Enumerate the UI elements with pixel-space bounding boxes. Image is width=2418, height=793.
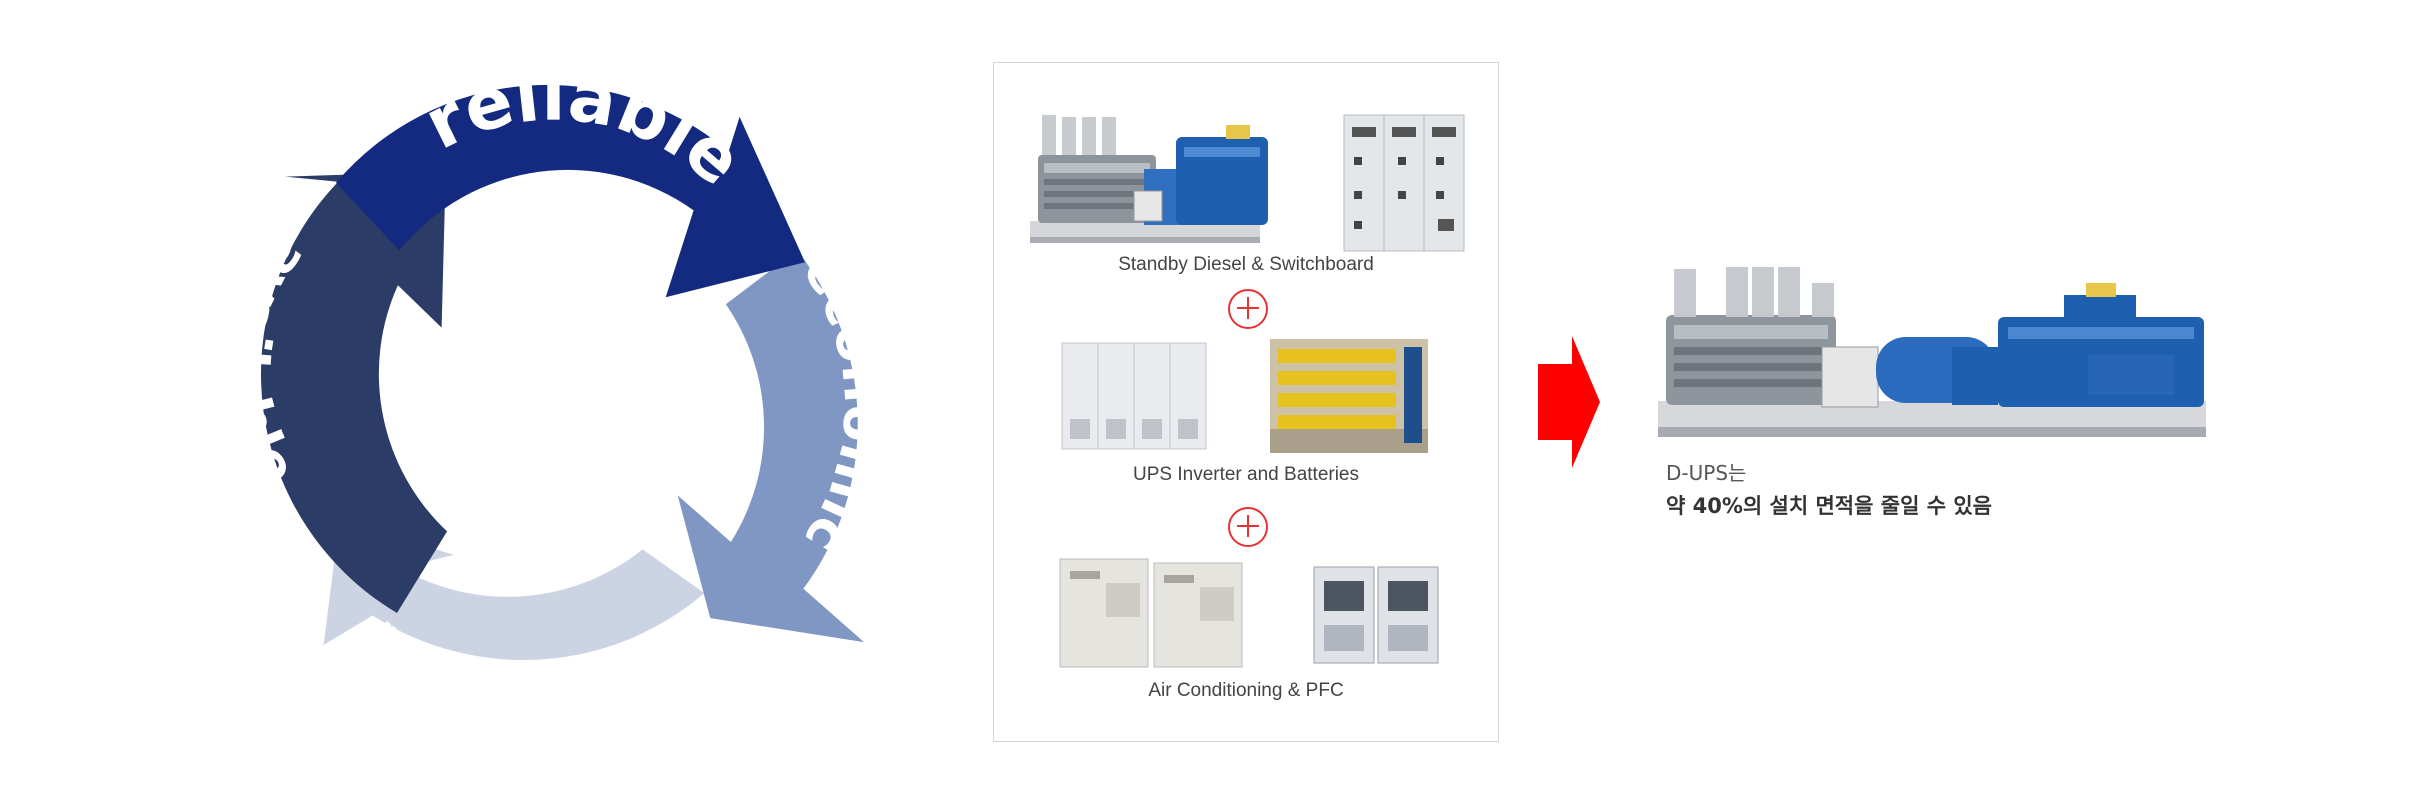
cycle-segment-reliable [336, 84, 805, 298]
batteries-image [1270, 339, 1428, 453]
caption-air-conditioning-pfc: Air Conditioning & PFC [1148, 680, 1344, 701]
air-conditioning-image [1059, 558, 1243, 668]
red-arrow-icon [1538, 336, 1600, 468]
d-ups-title: D-UPS는 [1666, 461, 1747, 485]
caption-standby-diesel-switchboard: Standby Diesel & Switchboard [1118, 254, 1374, 275]
standby-diesel-generator-image [1030, 115, 1268, 243]
plus-circle-icon [1228, 507, 1268, 547]
caption-ups-inverter-batteries: UPS Inverter and Batteries [1133, 464, 1359, 485]
components-panel: Standby Diesel & Switchboard UPS Inverte… [993, 62, 1499, 742]
plus-circle-icon [1228, 289, 1268, 329]
d-ups-system-image [1658, 267, 2206, 437]
ups-inverter-image [1061, 342, 1207, 450]
benefit-cycle-diagram: reliable economic maintenance friendly a… [216, 55, 896, 711]
cycle-segment-available [260, 171, 448, 613]
cycle-segment-economic [677, 250, 864, 643]
switchboard-image [1343, 114, 1465, 252]
pfc-cabinet-image [1313, 566, 1439, 664]
d-ups-description: 약 40%의 설치 면적을 줄일 수 있음 [1666, 494, 1992, 518]
